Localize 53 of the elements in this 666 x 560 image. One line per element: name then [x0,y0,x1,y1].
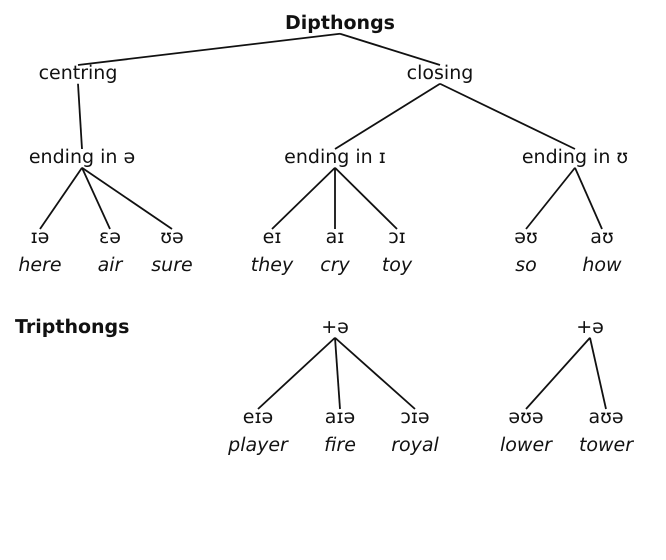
tree-branch-line [334,168,336,229]
example-word: so [514,254,538,278]
tree-branch-line [334,82,440,150]
phonetic-symbol: əʊ [514,226,538,250]
tree-branch-line [78,32,340,66]
tree-branch-line [525,337,591,410]
tree-node-label: centring [38,62,118,86]
tree-branch-line [39,167,83,230]
tree-node-label: +ə [576,316,604,340]
example-word: they [250,254,294,278]
example-word: air [98,254,122,278]
phonetic-symbol: ʊə [159,226,185,250]
tree-branch-line [82,167,172,230]
phonetic-symbol: aɪ [324,226,346,250]
tree-node-label: +ə [321,316,349,340]
tree-branch-line [257,337,336,410]
section-heading: Tripthongs [15,316,130,338]
tree-branch-line [334,338,341,410]
tree-branch-line [589,338,607,410]
tree-node-label: closing [406,62,474,86]
phonetic-symbol: eɪə [242,406,274,430]
tree-branch-line [574,167,603,230]
phonetic-symbol: eɪ [262,226,282,250]
tree-branch-line [334,167,398,230]
phonetic-symbol: ɪə [30,226,50,250]
example-word: lower [500,434,552,458]
phonetic-symbol: aʊ [589,226,615,250]
tree-node-label: Dipthongs [285,12,395,36]
phonetic-symbol: aʊə [587,406,625,430]
example-word: tower [578,434,634,458]
example-word: toy [382,254,412,278]
tree-node-label: ending in ʊ [522,146,628,170]
example-word: royal [391,434,439,458]
example-word: sure [151,254,193,278]
phonetic-symbol: ɛə [98,226,122,250]
phonetic-symbol: əʊə [507,406,545,430]
example-word: here [18,254,62,278]
phonetic-symbol: ɔɪə [399,406,431,430]
example-word: cry [320,254,350,278]
tree-branch-line [77,84,83,150]
example-word: fire [324,434,356,458]
tree-branch-line [271,167,336,230]
tree-branch-line [525,167,576,230]
tree-branch-line [440,82,576,150]
phonetic-symbol: ɔɪ [387,226,407,250]
tree-node-label: ending in ə [28,146,136,170]
example-word: how [582,254,622,278]
tree-branch-line [340,32,440,66]
tree-node-label: ending in ɪ [284,146,386,170]
tree-branch-line [81,167,111,230]
example-word: player [228,434,288,458]
tree-branch-line [334,337,416,410]
phonetic-symbol: aɪə [324,406,356,430]
